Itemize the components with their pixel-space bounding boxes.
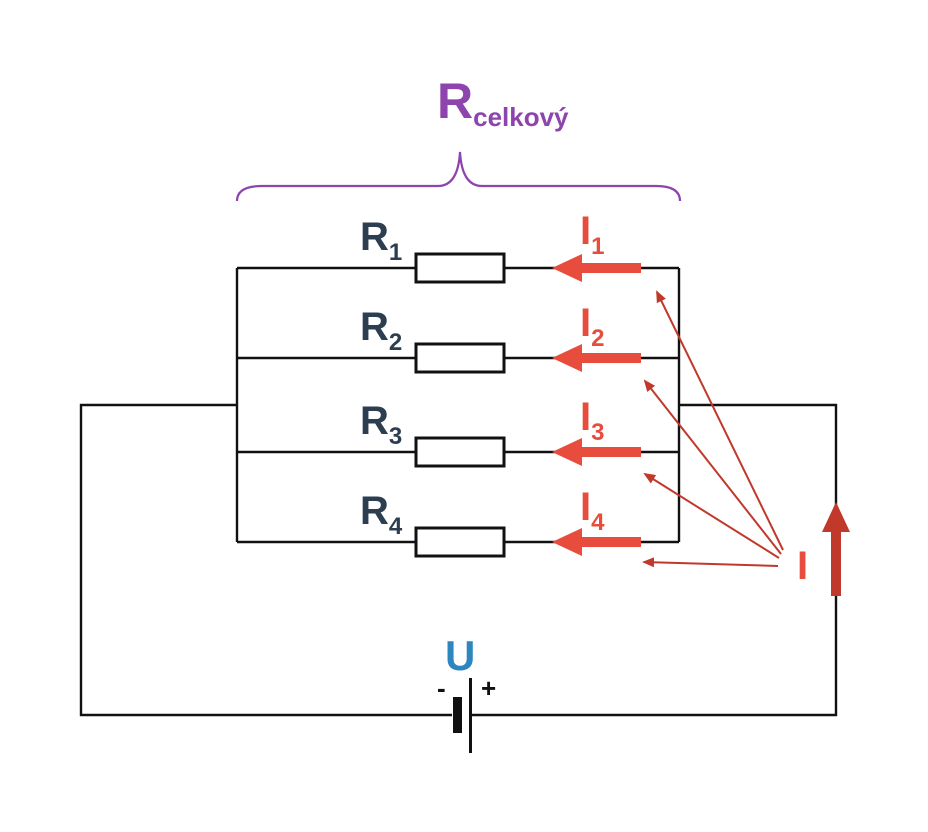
resistor-1-label: R1 — [360, 215, 402, 266]
battery-minus-sign: - — [437, 673, 446, 703]
resistor-3-label: R3 — [360, 399, 402, 450]
total-current-label: I — [797, 544, 808, 588]
total-current-arrow — [822, 502, 850, 596]
current-arrow-1 — [552, 254, 641, 282]
voltage-label: U — [445, 632, 475, 679]
resistor-4 — [414, 526, 506, 558]
total-resistance-label: Rcelkový — [437, 73, 569, 132]
pointer-arrow-3 — [643, 472, 780, 559]
pointer-arrow-4 — [642, 557, 779, 568]
pointer-arrow-2 — [643, 379, 782, 555]
current-3-label: I3 — [580, 395, 604, 446]
resistor-3 — [414, 436, 506, 468]
current-arrow-2 — [552, 344, 641, 372]
resistor-2-label: R2 — [360, 305, 402, 356]
outer-wire-left — [79, 403, 452, 717]
battery — [453, 678, 472, 753]
battery-plus-sign: + — [481, 673, 496, 703]
current-1-label: I1 — [580, 209, 604, 260]
resistor-1 — [414, 252, 506, 284]
resistor-2 — [414, 342, 506, 374]
total-resistance-brace — [235, 151, 682, 202]
battery-negative-plate — [453, 697, 462, 733]
current-arrow-4 — [552, 528, 641, 556]
battery-positive-plate — [469, 678, 472, 753]
parallel-network — [235, 266, 681, 544]
resistor-4-label: R4 — [360, 489, 403, 540]
current-arrow-3 — [552, 438, 641, 466]
current-2-label: I2 — [580, 301, 604, 352]
current-4-label: I4 — [580, 485, 605, 536]
pointer-arrow-1 — [656, 290, 784, 551]
